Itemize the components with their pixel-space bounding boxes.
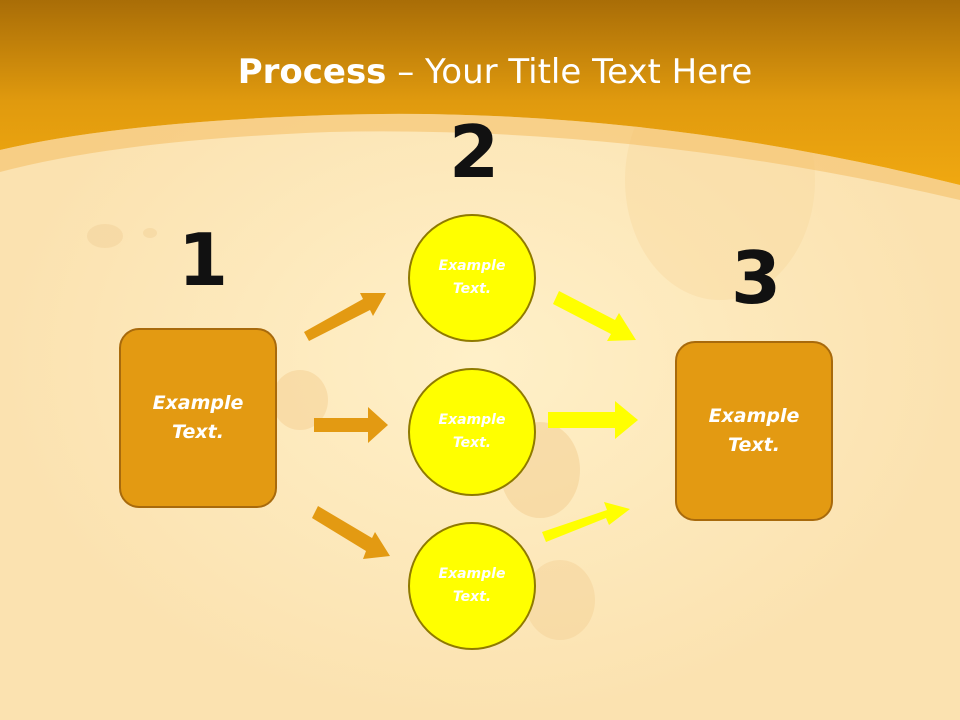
step-3-box[interactable]: Example Text. (675, 341, 833, 521)
arrow-right-icon (548, 401, 638, 439)
circle-label: Example Text. (438, 412, 506, 451)
droplet-shape (143, 228, 157, 238)
step-number-3: 3 (731, 236, 782, 320)
step-number-2: 2 (449, 110, 500, 194)
droplet-shape (87, 224, 123, 248)
step-1-box[interactable]: Example Text. (119, 328, 277, 508)
arrow-right-up-icon (542, 502, 630, 542)
droplet-shape (525, 560, 595, 640)
arrow-right-icon (314, 407, 388, 443)
title-rest: – Your Title Text Here (386, 52, 753, 92)
slide-title: Process – Your Title Text Here (0, 52, 960, 92)
arrow-right-down-icon (312, 506, 390, 559)
step-2-circle-middle[interactable]: Example Text. (408, 368, 536, 496)
title-bold: Process (237, 52, 387, 92)
circle-label: Example Text. (438, 566, 506, 605)
circle-label: Example Text. (438, 258, 506, 297)
arrow-right-down-icon (553, 291, 636, 341)
banner-highlight (0, 113, 960, 200)
title-banner (0, 0, 960, 185)
arrow-right-up-icon (304, 293, 386, 341)
step-1-label: Example Text. (152, 392, 244, 443)
step-3-label: Example Text. (708, 405, 800, 456)
step-2-circle-bottom[interactable]: Example Text. (408, 522, 536, 650)
droplet-shape (272, 370, 328, 430)
step-number-1: 1 (178, 218, 229, 302)
step-2-circle-top[interactable]: Example Text. (408, 214, 536, 342)
